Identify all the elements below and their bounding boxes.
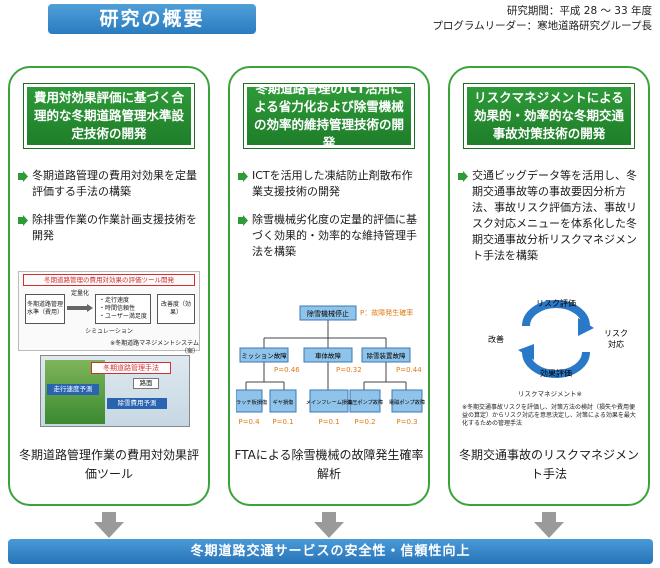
cycle-improvement: 改善 <box>488 334 504 344</box>
effect-box: 改善度（効果） <box>157 294 195 324</box>
arrow-bullet-icon <box>238 215 248 226</box>
bullet-text: 除雪機械劣化度の定量的評価に基づく効果的・効率的な維持管理手法を構築 <box>252 213 417 258</box>
fta-low-prob: P=0.3 <box>396 418 417 426</box>
cycle-arrowhead-icon <box>578 318 594 336</box>
fta-low-node <box>391 389 423 413</box>
outcome-banner: 冬期道路交通サービスの安全性・信頼性向上 <box>8 539 653 564</box>
fta-low-node <box>309 389 349 413</box>
column-caption: 冬期道路管理作業の費用対効果評価ツール <box>18 448 199 481</box>
screen-title: 冬期道路管理手法 <box>91 362 171 374</box>
column-heading: 冬期道路管理のICT活用による省力化および除雪機械の効率的維持管理技術の開発 <box>243 81 415 150</box>
cycle-risk-evaluation: リスク評価 <box>536 298 576 308</box>
cycle-risk-response-2: 対応 <box>608 339 624 349</box>
bullet-item: 除排雪作業の作業計画支援技術を開発 <box>18 212 202 244</box>
fta-low-prob: P=0.2 <box>354 418 375 426</box>
tool-screenshot: 冬期道路管理手法 走行速度予測 除雪費用予測 路面 <box>40 355 190 427</box>
column-heading: リスクマネジメントによる効果的・効率的な冬期交通事故対策技術の開発 <box>463 83 635 149</box>
bullet-text: 冬期道路管理の費用対効果を定量評価する手法の構築 <box>32 169 197 198</box>
fta-low-label: 油圧ポンプ故障 <box>347 398 383 406</box>
fta-low-node <box>269 389 297 413</box>
bullet-item: 除雪機械劣化度の定量的評価に基づく効果的・効率的な維持管理手法を構築 <box>238 212 422 260</box>
column-heading: 費用対効果評価に基づく合理的な冬期道路管理水準設定技術の開発 <box>23 83 195 149</box>
arrow-bullet-icon <box>18 171 28 182</box>
fta-mid-node <box>303 347 353 363</box>
fta-low-label: クラッチ板損傷 <box>236 398 267 406</box>
column-cost-effectiveness: 費用対効果評価に基づく合理的な冬期道路管理水準設定技術の開発 冬期道路管理の費用… <box>8 66 210 506</box>
indicator-item: ・ユーザー満足度 <box>99 313 147 320</box>
fta-low-node <box>236 389 263 413</box>
research-period: 研究期間：平成 28 ～ 33 年度 <box>506 5 652 17</box>
fta-top-node <box>299 305 357 321</box>
column-caption: FTAによる除雪機械の故障発生確率解析 <box>234 448 424 481</box>
fta-mid-label: 車体故障 <box>315 351 342 360</box>
cycle-risk-response-1: リスク <box>604 329 628 338</box>
cycle-arrow-bottom <box>522 351 590 378</box>
fta-mid-node <box>239 347 289 363</box>
fta-low-prob: P=0.1 <box>272 418 293 426</box>
down-arrow-icon <box>314 512 344 538</box>
simulation-label: シミュレーション <box>85 328 133 335</box>
bullet-text: ICTを活用した凍結防止剤散布作業支援技術の開発 <box>252 169 413 198</box>
arrow-bullet-icon <box>238 171 248 182</box>
bullet-item: 交通ビッグデータ等を活用し、冬期交通事故等の事故要因分析方法、事故リスク評価方法… <box>458 168 642 264</box>
down-arrow-icon <box>534 512 564 538</box>
down-arrow-icon <box>94 512 124 538</box>
risk-management-cycle: リスク評価 リスク 対応 効果評価 改善 <box>488 298 628 378</box>
indicator-box: ・走行速度 ・時間信頼性 ・ユーザー満足度 <box>95 294 151 324</box>
column-caption: 冬期交通事故のリスクマネジメント手法 <box>458 448 639 481</box>
fta-top-label: 除雪機械停止 <box>307 309 349 318</box>
bullet-item: ICTを活用した凍結防止剤散布作業支援技術の開発 <box>238 168 422 200</box>
fta-low-label: メインフレーム損傷 <box>306 398 352 406</box>
fta-tree: 除雪機械停止 P：故障発生確率 ミッション故障 車体故障 除雪装置故障 P=0.… <box>236 305 425 426</box>
fta-mid-label: 除雪装置故障 <box>367 351 407 360</box>
cycle-arrowhead-icon <box>518 344 534 360</box>
cost-forecast-button[interactable]: 除雪費用予測 <box>107 398 167 409</box>
cycle-label: リスクマネジメント※ <box>518 390 582 398</box>
column-ict-snow-machine: 冬期道路管理のICT活用による省力化および除雪機械の効率的維持管理技術の開発 I… <box>228 66 430 506</box>
indicator-item: ・走行速度 <box>99 297 130 304</box>
quantify-label: 定量化 <box>70 290 89 297</box>
fta-low-node <box>349 389 381 413</box>
fta-low-label: 電磁ポンプ故障 <box>389 398 425 406</box>
cycle-arrow-top <box>522 300 590 327</box>
indicator-item: ・時間信頼性 <box>99 305 136 312</box>
tool-title: 冬期道路管理の費用対効果の評価ツール開発 <box>23 274 195 286</box>
fta-low-prob: P=0.1 <box>318 418 339 426</box>
evaluation-tool-figure: 冬期道路管理の費用対効果の評価ツール開発 冬期道路管理水準（費用） 定量化 ・走… <box>18 271 200 355</box>
column-risk-management: リスクマネジメントによる効果的・効率的な冬期交通事故対策技術の開発 交通ビッグデ… <box>448 66 650 506</box>
footnote: ※冬期道路マネジメントシステム（案） <box>110 340 199 355</box>
fta-low-prob: P=0.4 <box>238 418 260 426</box>
cycle-note: ※冬期交通事故リスクを評価し、対策方法の検討（損失や費用便益の算定）からリスク対… <box>462 404 636 427</box>
cost-box: 冬期道路管理水準（費用） <box>25 294 65 324</box>
arrow-bullet-icon <box>458 171 468 182</box>
fta-mid-label: ミッション故障 <box>241 351 287 360</box>
bullet-text: 交通ビッグデータ等を活用し、冬期交通事故等の事故要因分析方法、事故リスク評価方法… <box>472 169 637 262</box>
program-leader: プログラムリーダー：寒地道路研究グループ長 <box>432 20 652 32</box>
speed-forecast-button[interactable]: 走行速度予測 <box>47 384 99 395</box>
fta-low-label: ギヤ損傷 <box>273 398 294 406</box>
fta-mid-prob: P=0.32 <box>336 366 362 374</box>
bullet-item: 冬期道路管理の費用対効果を定量評価する手法の構築 <box>18 168 202 200</box>
research-meta: 研究期間：平成 28 ～ 33 年度 プログラムリーダー：寒地道路研究グループ長 <box>432 4 652 34</box>
right-arrow-icon <box>67 304 93 312</box>
bullet-text: 除排雪作業の作業計画支援技術を開発 <box>32 213 197 242</box>
cycle-effect-evaluation: 効果評価 <box>540 368 572 378</box>
fta-prob-legend: P：故障発生確率 <box>360 308 413 317</box>
arrow-bullet-icon <box>18 215 28 226</box>
fta-mid-prob: P=0.44 <box>396 366 422 374</box>
fta-mid-prob: P=0.46 <box>274 366 300 374</box>
fta-mid-node <box>361 347 411 363</box>
page-title: 研究の概要 <box>48 4 256 34</box>
road-surface-button[interactable]: 路面 <box>133 378 159 389</box>
